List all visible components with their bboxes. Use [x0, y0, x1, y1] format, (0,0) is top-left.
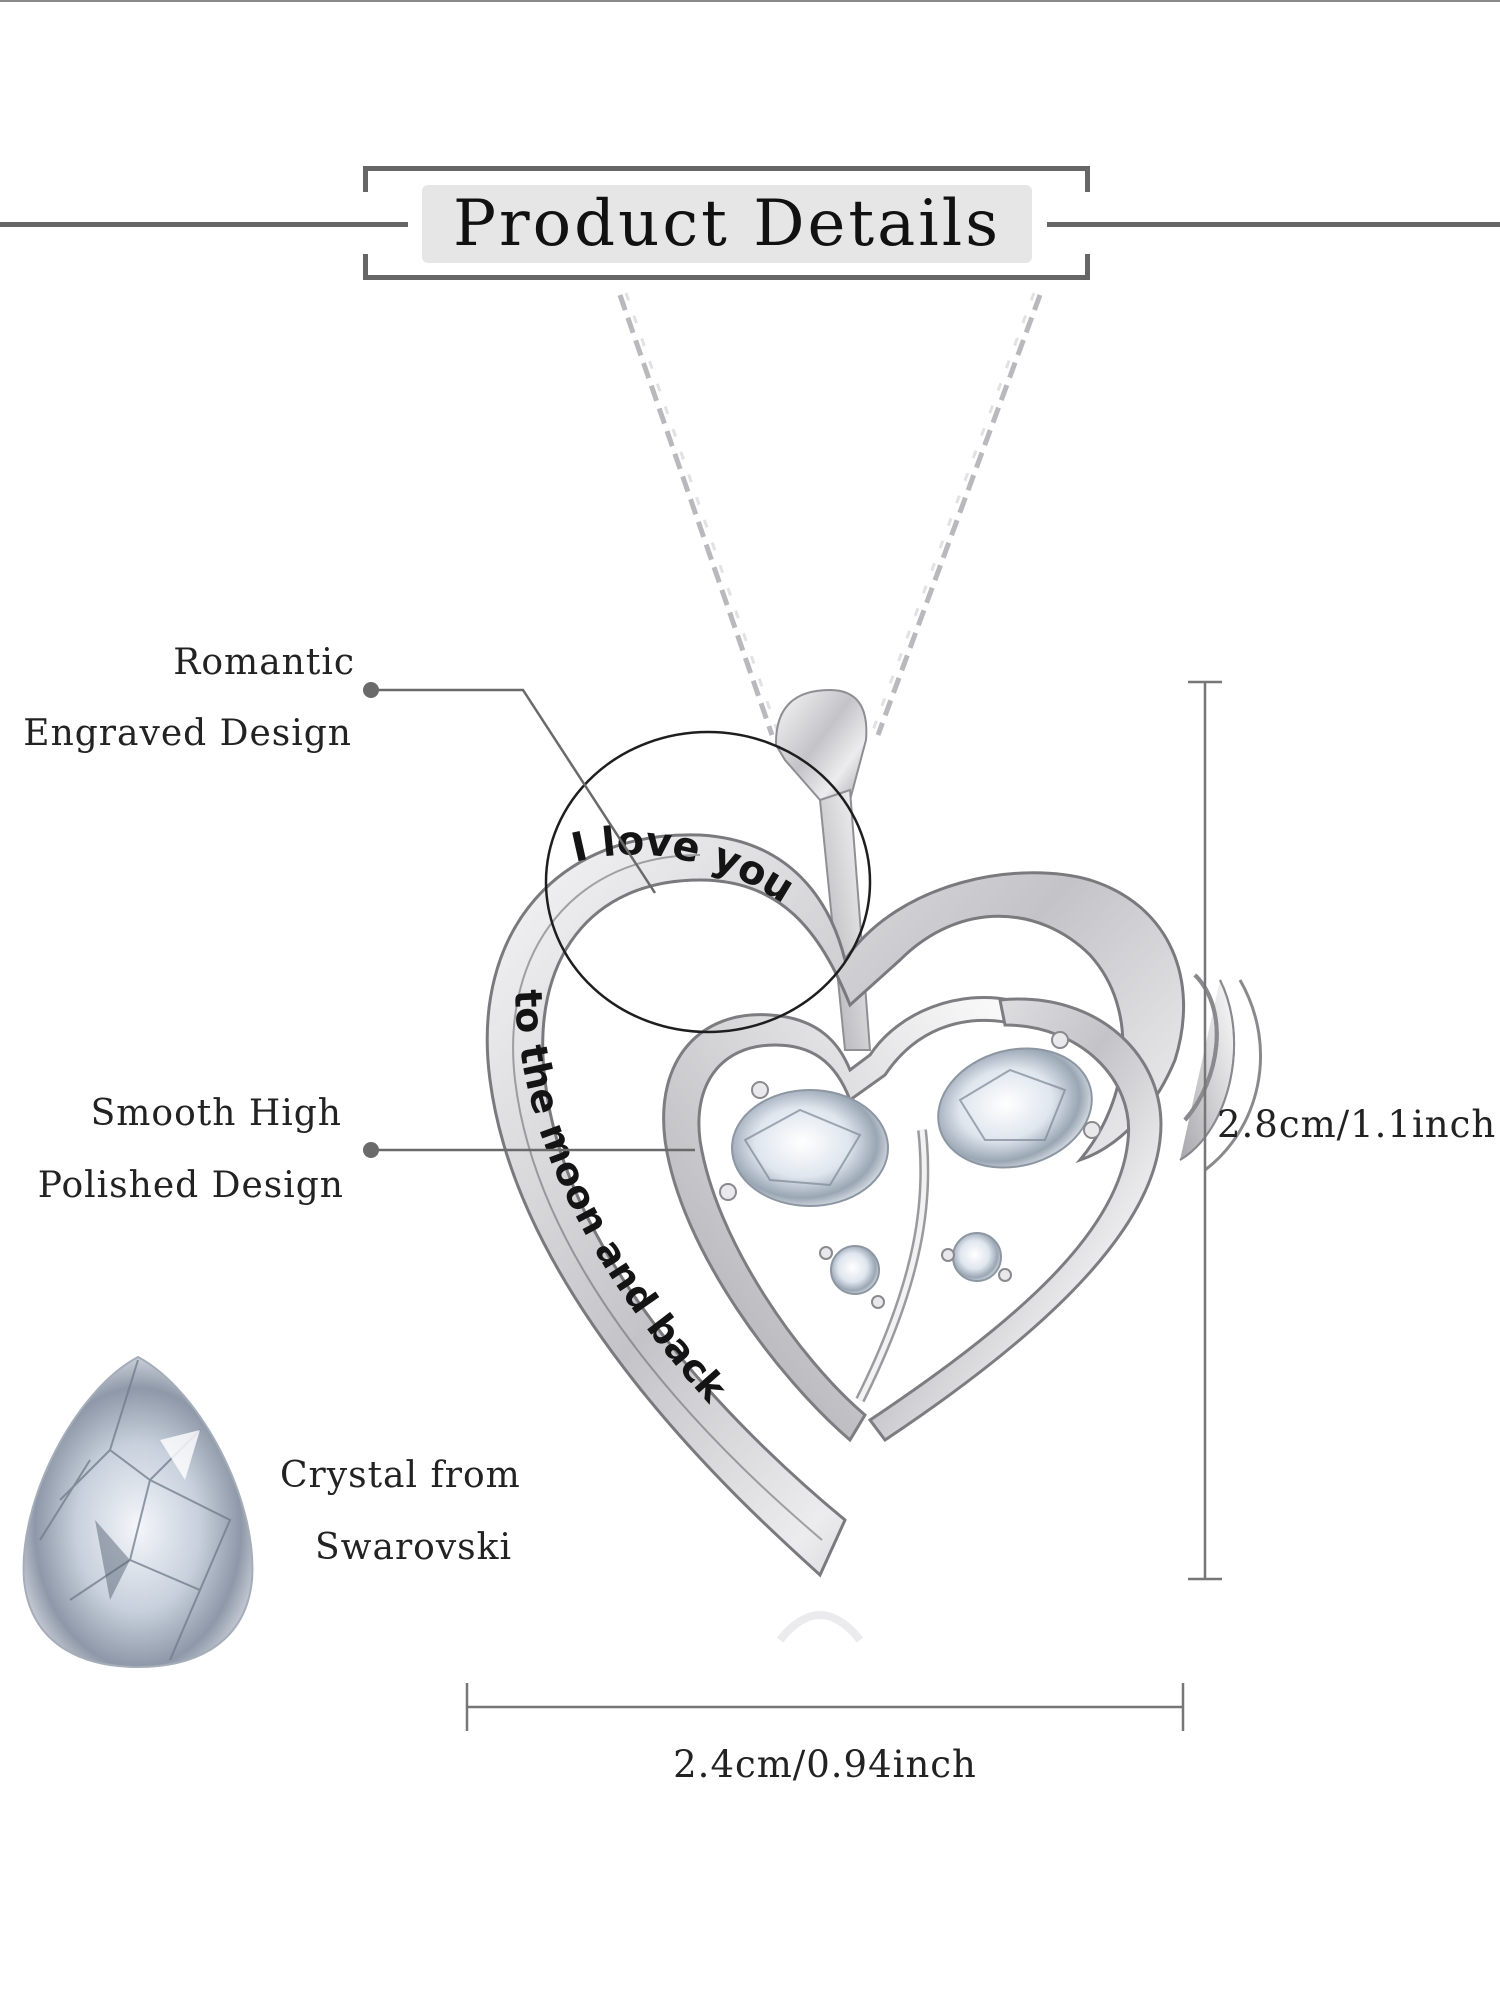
reflection — [776, 1611, 864, 1643]
callout-polished-line2: Polished Design — [37, 1165, 344, 1206]
title-bracket — [363, 166, 1090, 280]
callout-dot-polished — [363, 1142, 379, 1158]
pear-crystal-icon — [22, 1355, 254, 1669]
prongs — [719, 1031, 1101, 1309]
callout-dot-engraved — [363, 682, 379, 698]
header-line-left — [0, 222, 408, 227]
gem-left — [731, 1089, 889, 1207]
callout-leaders — [371, 688, 695, 1152]
chain — [617, 292, 1043, 736]
callout-polished-line1: Smooth High — [90, 1093, 342, 1134]
width-dimension — [465, 1683, 1185, 1731]
chain-left — [617, 292, 780, 736]
gems — [719, 1031, 1101, 1309]
callout-crystal-line2: Swarovski — [315, 1527, 512, 1568]
header-line-right — [1047, 222, 1500, 227]
leader-engraved — [371, 688, 657, 894]
magnifier-circle-icon — [544, 730, 872, 1034]
title-box: Product Details — [422, 185, 1032, 263]
gem-small-right — [952, 1232, 1002, 1282]
gem-right — [937, 1047, 1093, 1169]
callout-engraved-line1: Romantic — [173, 642, 355, 683]
height-dimension — [1188, 680, 1222, 1581]
gem-small-left — [830, 1245, 880, 1295]
page-title: Product Details — [452, 187, 1002, 261]
callout-crystal-line1: Crystal from — [280, 1455, 521, 1496]
callout-engraved-line2: Engraved Design — [23, 713, 352, 754]
top-rule — [0, 0, 1500, 2]
chain-right — [870, 292, 1043, 736]
width-label: 2.4cm/0.94inch — [673, 1743, 977, 1786]
height-label: 2.8cm/1.1inch — [1217, 1103, 1497, 1146]
